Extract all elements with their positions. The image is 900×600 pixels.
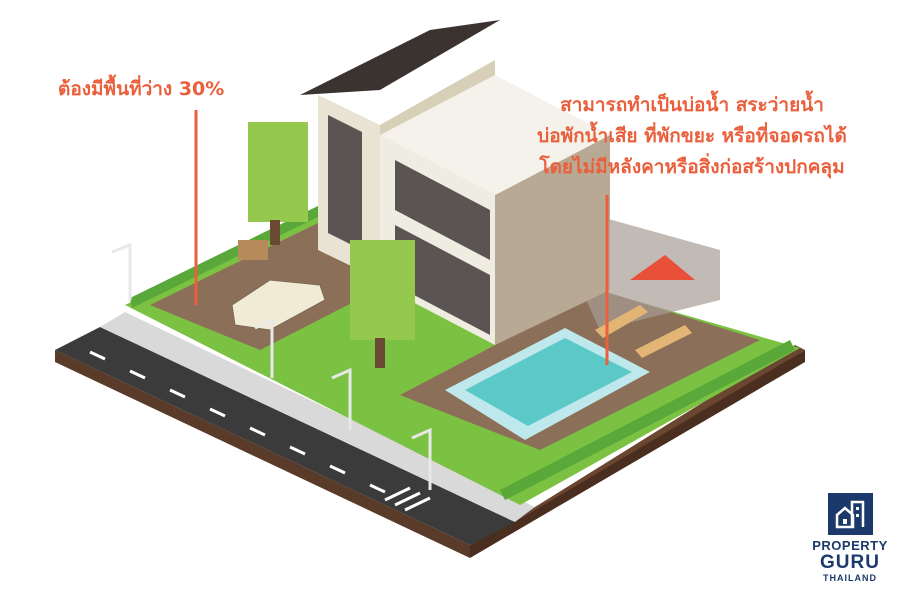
house-window-front-1 (395, 160, 490, 260)
road (55, 327, 515, 545)
house-roof (300, 20, 500, 95)
hedge-right (500, 340, 795, 500)
logo-text-guru: GURU (820, 552, 880, 573)
house-window-front-2 (395, 225, 490, 335)
ground-base-side-right (470, 350, 805, 558)
street-lamps (111, 242, 432, 490)
umbrella (630, 255, 695, 280)
ground-right-edge (515, 345, 805, 522)
usage-annotation-line: บ่อพักน้ำเสีย ที่พักขยะ หรือที่จอดรถได้ (537, 125, 847, 147)
road-markings (89, 350, 431, 512)
lounger-2 (635, 325, 692, 358)
usage-annotation-line: สามารถทำเป็นบ่อน้ำ สระว่ายน้ำ (560, 94, 824, 116)
usage-annotation-line: โดยไม่มีหลังคาหรือสิ่งก่อสร้างปกคลุม (539, 156, 845, 178)
bench (238, 240, 268, 260)
logo-text-thailand: THAILAND (823, 573, 877, 583)
house-box-side (495, 135, 610, 345)
usage-annotation: สามารถทำเป็นบ่อน้ำ สระว่ายน้ำ บ่อพักน้ำเ… (492, 90, 892, 183)
house-window-left (328, 115, 362, 250)
pool-water (465, 338, 632, 426)
house-box-top (380, 75, 610, 195)
open-space-annotation: ต้องมีพื้นที่ว่าง 30% (58, 78, 225, 100)
tree-middle-trunk (375, 338, 385, 368)
logo-text-property: PROPERTY (812, 538, 888, 553)
tree-left-trunk (270, 220, 280, 245)
sidewalk (100, 312, 535, 522)
tree-left (248, 122, 308, 222)
ground-base-side (55, 350, 470, 558)
car (231, 279, 326, 331)
tree-middle (350, 240, 415, 340)
propertyguru-logo: PROPERTY GURU THAILAND (800, 490, 900, 584)
building-logo-icon (827, 493, 873, 535)
